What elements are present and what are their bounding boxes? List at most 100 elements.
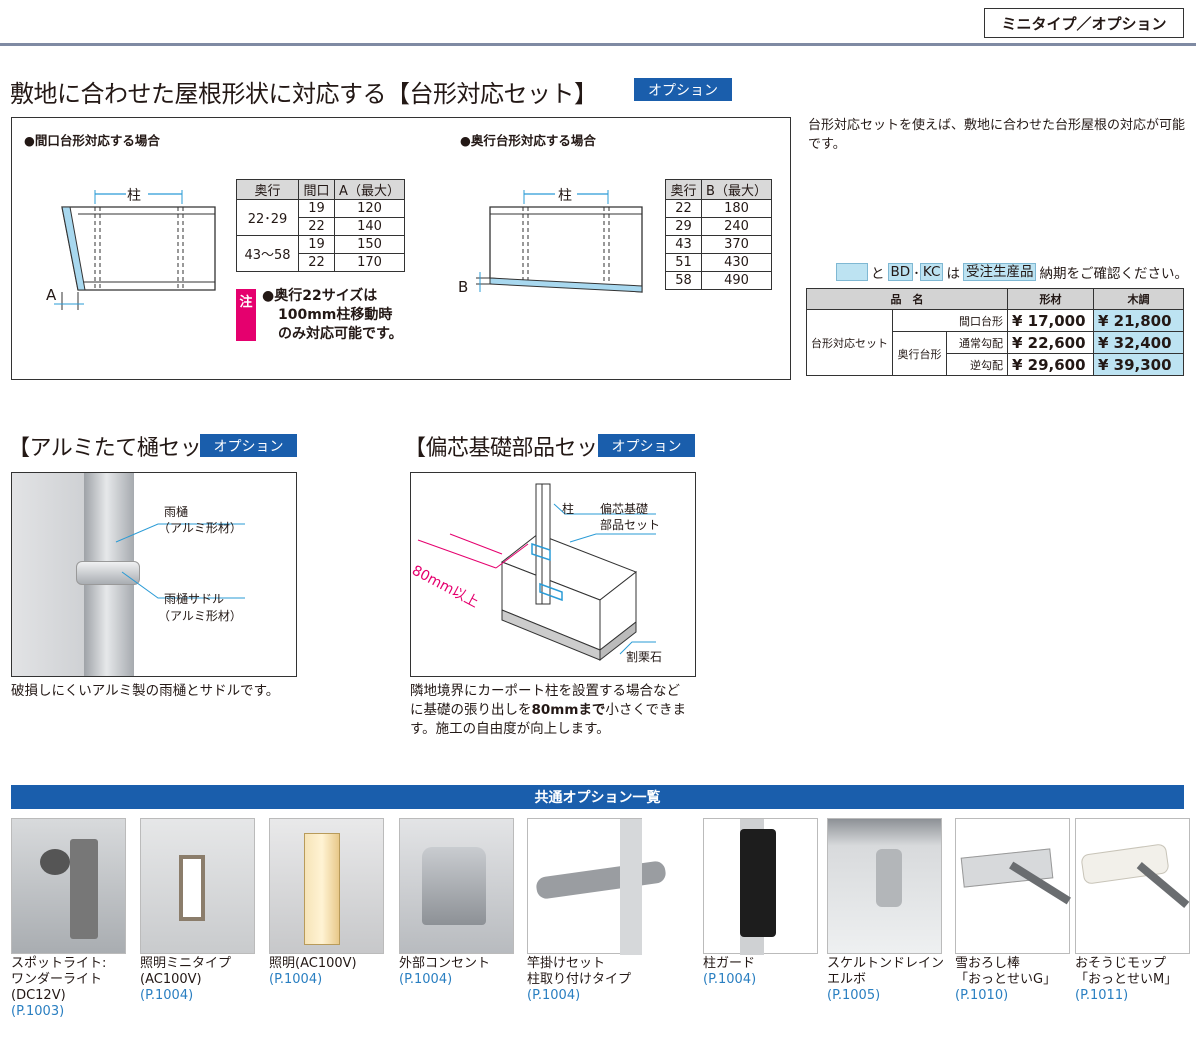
- okuyuki-hashira-label: 柱: [558, 188, 572, 204]
- ta-okuyuki-2: 43～58: [236, 235, 299, 272]
- henshin-desc-1: 隣地境界にカーポート柱を設置する場合など: [410, 683, 680, 699]
- price-3-katazai: ¥ 29,600: [1007, 353, 1094, 376]
- maguchi-trapezoid-diagram: [54, 186, 216, 310]
- ta-h-maguchi: 間口: [298, 179, 335, 200]
- henshin-option-badge: オプション: [598, 434, 695, 457]
- tb-okuyuki: 51: [665, 253, 702, 272]
- product-label-mop: おそうじモップ 「おっとせいM」 (P.1011): [1075, 956, 1177, 1004]
- product-name: エルボ: [827, 972, 867, 987]
- ta-a: 140: [334, 217, 405, 236]
- price-table: 品 名 形材 木調 台形対応セット 間口台形 ¥ 17,000 ¥ 21,800…: [806, 288, 1184, 376]
- product-name: ワンダーライト: [11, 972, 103, 987]
- product-name: スケルトンドレイン: [827, 956, 945, 971]
- product-label-snow-rake: 雪おろし棒 「おっとせいG」 (P.1010): [955, 956, 1056, 1004]
- product-page-ref[interactable]: (P.1004): [703, 972, 757, 987]
- product-name: 柱ガード: [703, 956, 756, 971]
- legend-juchu: 受注生産品: [962, 263, 1037, 281]
- product-name: (AC100V): [140, 972, 202, 987]
- ta-maguchi: 19: [298, 199, 335, 218]
- ta-maguchi: 22: [298, 253, 335, 272]
- aluminum-option-badge: オプション: [200, 434, 297, 457]
- note-line-1: ●奥行22サイズは: [262, 288, 378, 304]
- product-photo-spotlight: [11, 818, 126, 954]
- price-product: 台形対応セット: [806, 309, 893, 376]
- product-page-ref[interactable]: (P.1003): [11, 1004, 65, 1019]
- amadoi-material: （アルミ形材）: [158, 521, 242, 535]
- daikei-title: 敷地に合わせた屋根形状に対応する【台形対応セット】: [10, 80, 598, 108]
- tb-h-okuyuki: 奥行: [665, 179, 702, 200]
- ta-maguchi: 19: [298, 235, 335, 254]
- product-name: 「おっとせいG」: [955, 972, 1057, 987]
- product-page-ref[interactable]: (P.1004): [527, 988, 581, 1003]
- henshin-desc-2: に基礎の張り出しを80mmまで小さくできま: [410, 701, 686, 720]
- price-2-katazai: ¥ 22,600: [1007, 331, 1094, 354]
- ta-h-a: A（最大）: [334, 179, 405, 200]
- saddle-label: 雨樋サドル: [164, 592, 225, 606]
- product-page-ref[interactable]: (P.1010): [955, 988, 1009, 1003]
- product-photo-snow-rake: [955, 818, 1071, 954]
- daikei-option-badge: オプション: [634, 78, 732, 101]
- ta-a: 170: [334, 253, 405, 272]
- price-3-mokucho: ¥ 39,300: [1093, 353, 1184, 376]
- aluminum-leader-lines: [115, 523, 245, 599]
- tb-okuyuki: 58: [665, 271, 702, 290]
- product-label-spotlight: スポットライト: ワンダーライト (DC12V) (P.1003): [11, 956, 106, 1020]
- product-name: 竿掛けセット: [527, 956, 606, 971]
- tb-okuyuki: 43: [665, 235, 702, 254]
- ta-a: 120: [334, 199, 405, 218]
- henshin-foundation-diagram: [417, 483, 656, 662]
- product-page-ref[interactable]: (P.1004): [140, 988, 194, 1003]
- product-label-mini-light: 照明ミニタイプ (AC100V) (P.1004): [140, 956, 231, 1004]
- product-name: スポットライト:: [11, 956, 107, 971]
- legend-kc: KC: [919, 263, 944, 281]
- price-maguchi: 間口台形: [892, 309, 1008, 332]
- tb-okuyuki: 22: [665, 199, 702, 218]
- tb-b: 370: [701, 235, 772, 254]
- product-name: 柱取り付けタイプ: [527, 972, 632, 987]
- product-name: 照明(AC100V): [269, 956, 357, 971]
- legend-and: と: [871, 266, 885, 282]
- product-page-ref[interactable]: (P.1004): [399, 972, 453, 987]
- product-name: (DC12V): [11, 988, 66, 1003]
- product-page-ref[interactable]: (P.1011): [1075, 988, 1129, 1003]
- tb-h-b: B（最大）: [701, 179, 772, 200]
- ta-h-okuyuki: 奥行: [236, 179, 299, 200]
- common-options-banner: 共通オプション一覧: [11, 785, 1184, 809]
- note-tag: 注: [236, 289, 256, 341]
- product-page-ref[interactable]: (P.1004): [269, 972, 323, 987]
- aluminum-photo: [11, 472, 297, 677]
- price-tsujo: 通常勾配: [946, 331, 1008, 354]
- case-maguchi-label: ●間口台形対応する場合: [24, 133, 160, 148]
- product-photo-drain-elbow: [827, 818, 942, 954]
- tb-b: 180: [701, 199, 772, 218]
- note-line-2: 100mm柱移動時: [278, 307, 393, 323]
- henshin-set-label-2: 部品セット: [600, 518, 661, 532]
- product-name: 外部コンセント: [399, 956, 491, 971]
- product-label-pole-hanger: 竿掛けセット 柱取り付けタイプ (P.1004): [527, 956, 631, 1004]
- product-photo-pole-hanger: [527, 818, 667, 955]
- saddle: [76, 561, 140, 585]
- tb-okuyuki: 29: [665, 217, 702, 236]
- price-gyaku: 逆勾配: [946, 353, 1008, 376]
- maguchi-a-label: A: [46, 286, 57, 304]
- product-photo-mini-light: [140, 818, 255, 954]
- henshin-desc-2a: に基礎の張り出しを: [410, 702, 532, 718]
- price-1-mokucho: ¥ 21,800: [1093, 309, 1184, 332]
- product-label-pole-guard: 柱ガード (P.1004): [703, 956, 756, 988]
- note-line-3: のみ対応可能です。: [278, 326, 403, 342]
- okuyuki-trapezoid-diagram: [476, 186, 643, 293]
- henshin-diagram-box: [410, 472, 696, 677]
- product-photo-outlet: [399, 818, 514, 954]
- tb-b: 240: [701, 217, 772, 236]
- product-page-ref[interactable]: (P.1005): [827, 988, 881, 1003]
- daikei-diagram-box: [11, 117, 791, 380]
- saddle-material: （アルミ形材）: [158, 609, 242, 623]
- henshin-desc-2c: 小さくできま: [605, 702, 687, 718]
- henshin-stone-label: 割栗石: [626, 650, 663, 664]
- henshin-desc-3: す。施工の自由度が向上します。: [410, 721, 610, 737]
- product-name: おそうじモップ: [1075, 956, 1167, 971]
- maguchi-hashira-label: 柱: [127, 188, 141, 204]
- product-name: 「おっとせいM」: [1075, 972, 1178, 987]
